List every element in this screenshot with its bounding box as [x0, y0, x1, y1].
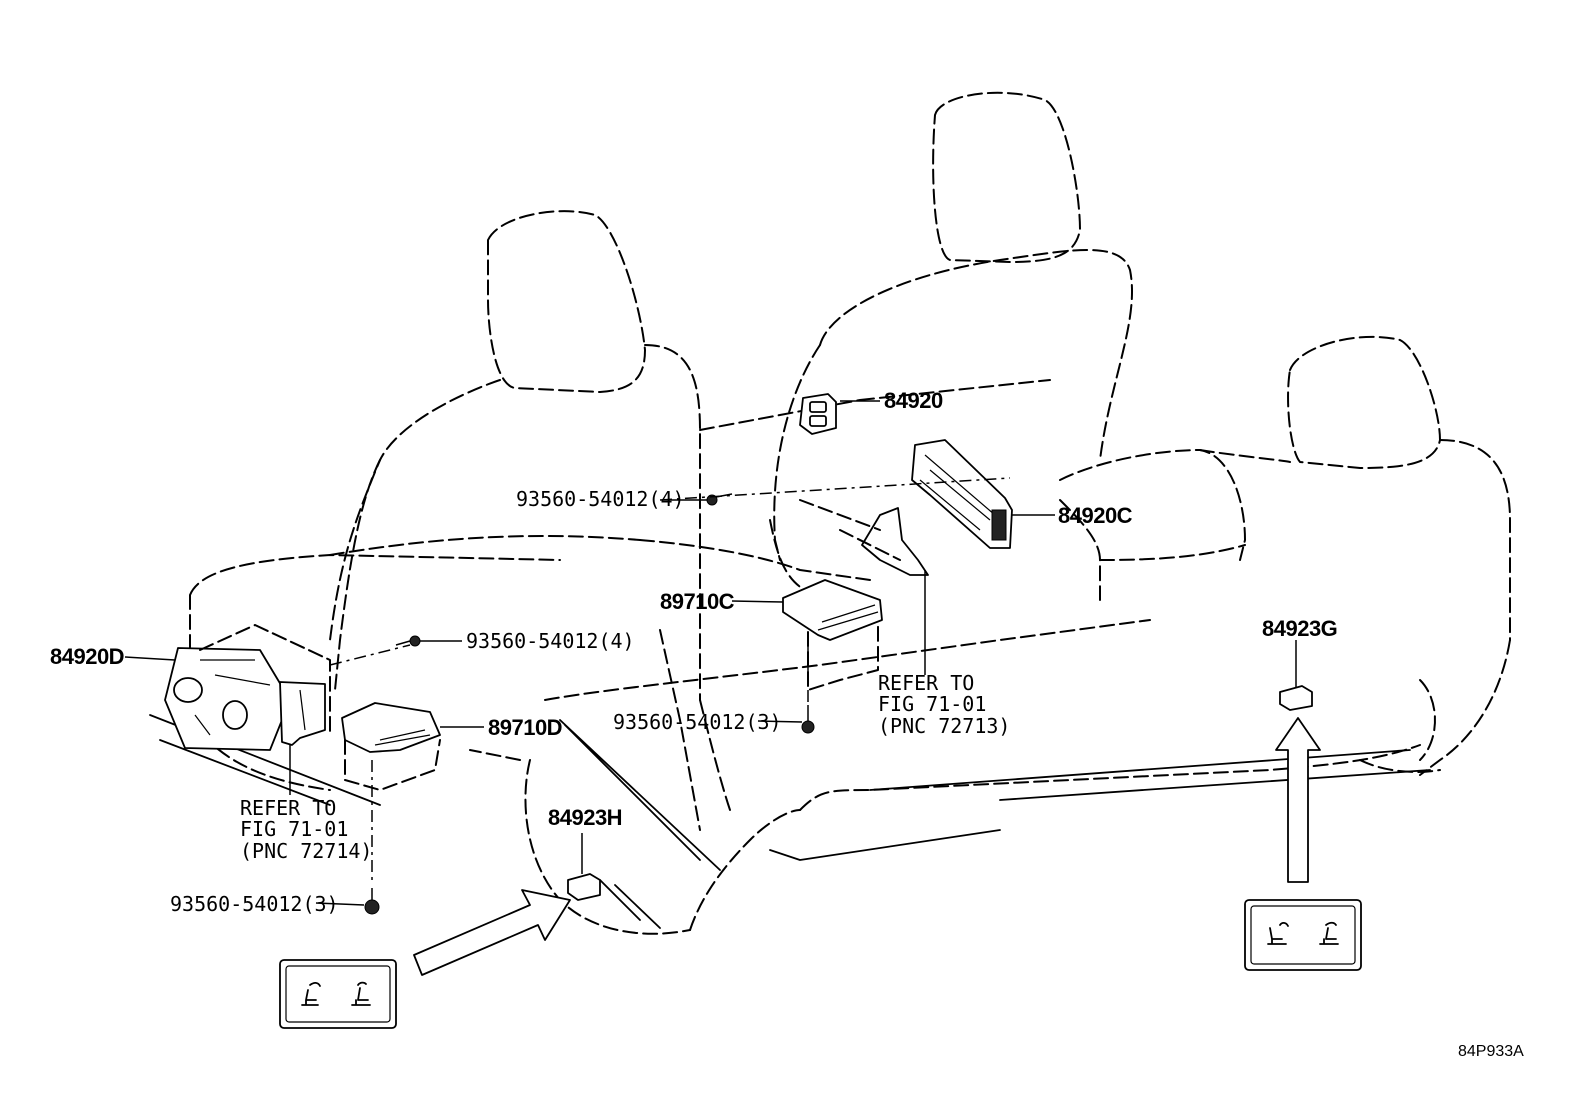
bolt-icon [364, 888, 380, 915]
label-bolt-93560-54012-4-left: 93560-54012(4) [466, 629, 635, 653]
seat-recline-switch-icon [1267, 921, 1289, 945]
refer-left-line1: REFER TO [240, 796, 336, 820]
part-84920-switch [799, 393, 837, 435]
label-84923G: 84923G [1262, 616, 1337, 641]
label-84923H: 84923H [548, 805, 622, 830]
seat-lift-switch-icon [351, 981, 371, 1006]
refer-left-line2: FIG 71-01 [240, 817, 348, 841]
labels: 84920 84920C 84920D 89710C 89710D 84923G… [50, 388, 1524, 1060]
bolt-icon [395, 635, 421, 647]
bolt-icons [364, 493, 815, 915]
part-84920D-assembly [164, 624, 331, 751]
label-bolt-93560-54012-3-left: 93560-54012(3) [170, 892, 339, 916]
label-89710C: 89710C [660, 589, 735, 614]
inset-left-switch-panel [279, 959, 397, 1029]
part-84920C-assembly [799, 439, 1013, 576]
part-84923H-switch [567, 873, 601, 901]
refer-right-line1: REFER TO [878, 671, 974, 695]
label-bolt-93560-54012-4-upper: 93560-54012(4) [516, 487, 685, 511]
refer-right-line2: FIG 71-01 [878, 692, 986, 716]
label-89710D: 89710D [488, 715, 562, 740]
part-89710D-ecu [341, 702, 441, 791]
part-84923G-switch [1279, 685, 1313, 711]
refer-right-line3: (PNC 72713) [878, 714, 1010, 738]
part-89710C-ecu [782, 579, 883, 691]
label-bolt-93560-54012-3-mid: 93560-54012(3) [613, 710, 782, 734]
seat-lift-switch-icon [1319, 921, 1339, 945]
refer-left-line3: (PNC 72714) [240, 839, 372, 863]
label-84920C: 84920C [1058, 503, 1133, 528]
seat-recline-switch-icon [301, 981, 321, 1006]
label-84920D: 84920D [50, 644, 124, 669]
inset-right-switch-panel [1244, 899, 1362, 971]
label-84920: 84920 [884, 388, 943, 413]
arrow-icon [413, 889, 571, 976]
diagram-code: 84P933A [1458, 1043, 1524, 1060]
bolt-icon [801, 705, 815, 734]
arrow-icon [1275, 717, 1321, 883]
leader-lines [124, 400, 1297, 906]
